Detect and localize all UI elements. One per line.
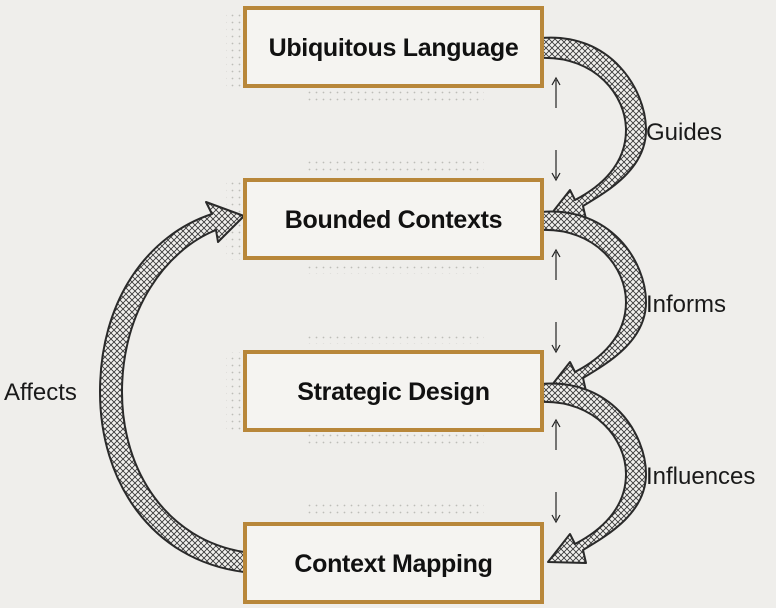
node-label: Strategic Design	[297, 378, 489, 406]
arrow-guides	[540, 36, 647, 220]
node-bounded-contexts: Bounded Contexts	[243, 178, 544, 260]
node-label: Bounded Contexts	[285, 206, 502, 234]
edge-label-informs: Informs	[646, 291, 726, 318]
node-strategic-design: Strategic Design	[243, 350, 544, 432]
arrow-influences	[540, 382, 647, 564]
node-label: Context Mapping	[294, 550, 492, 578]
thin-arrows	[551, 76, 561, 524]
edge-label-guides: Guides	[646, 119, 722, 146]
edge-label-affects: Affects	[4, 379, 77, 406]
node-label: Ubiquitous Language	[269, 34, 519, 62]
node-context-mapping: Context Mapping	[243, 522, 544, 604]
arrow-affects	[99, 201, 245, 573]
node-ubiquitous-language: Ubiquitous Language	[243, 6, 544, 88]
edge-label-influences: Influences	[646, 463, 755, 490]
arrow-informs	[540, 210, 647, 392]
